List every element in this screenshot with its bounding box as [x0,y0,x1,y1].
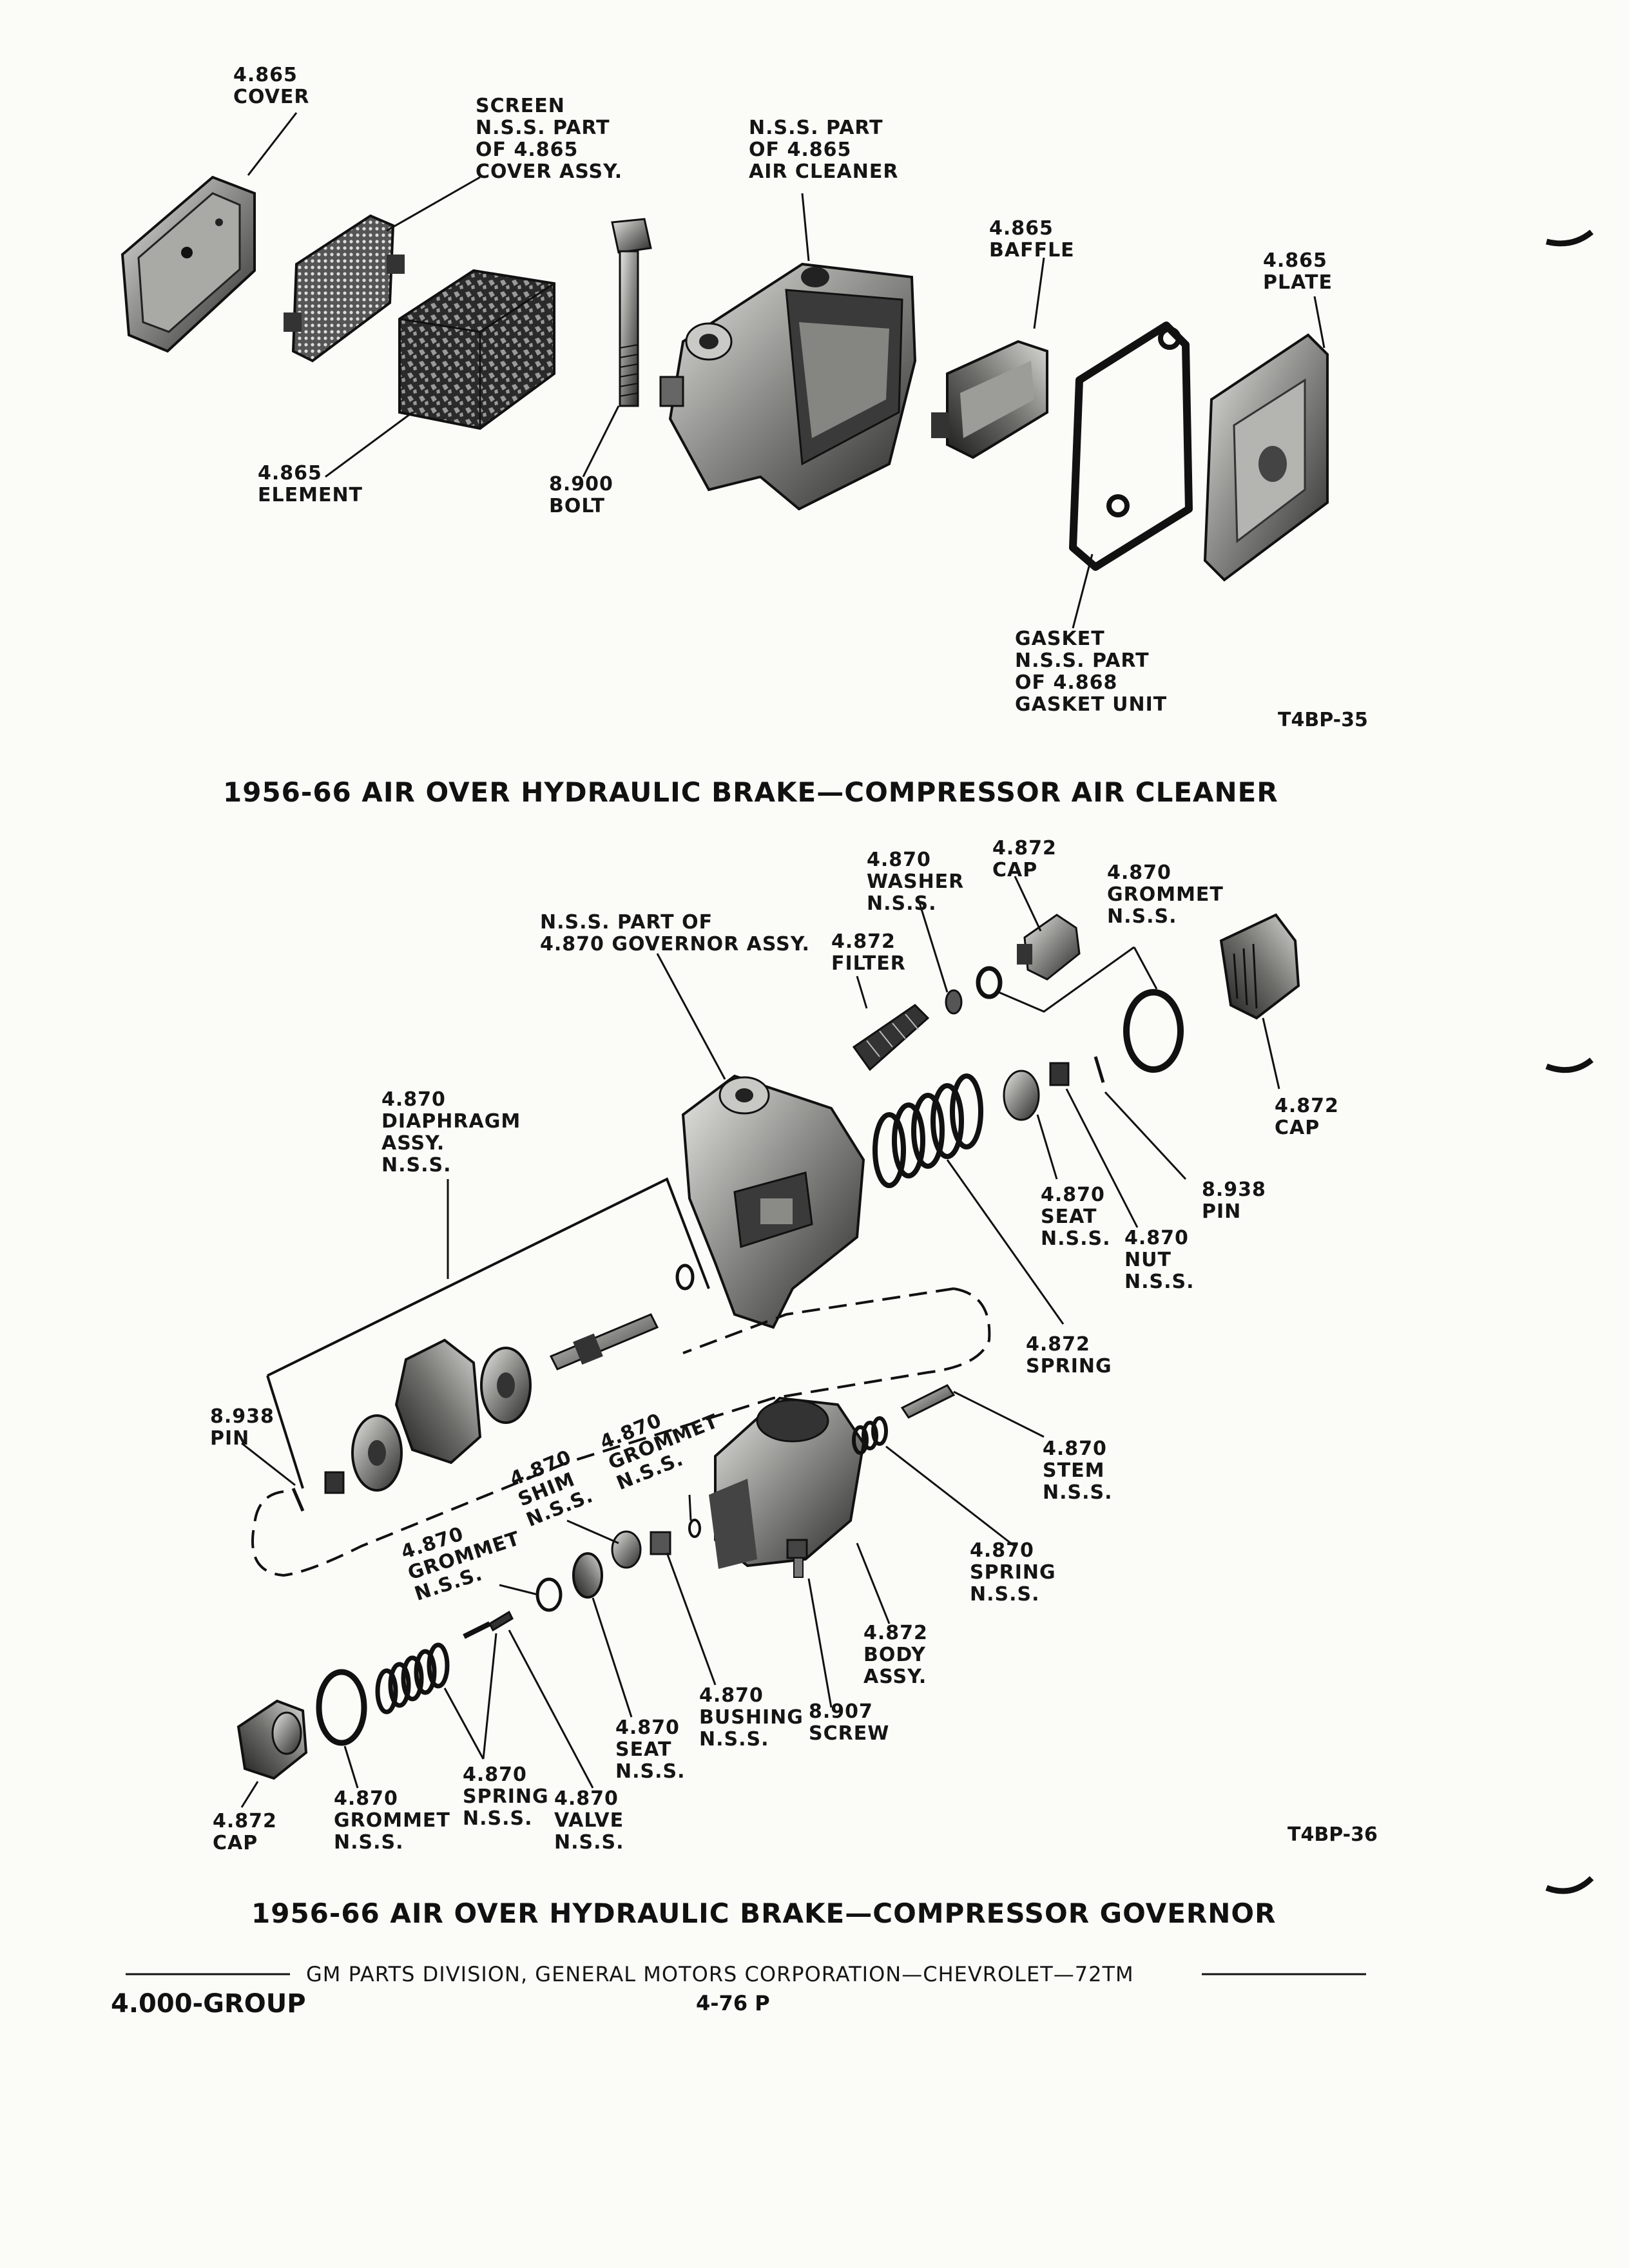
binder-mark-3 [1545,1876,1594,1894]
spring-upper-part [872,1073,983,1188]
seat-upper-part [1003,1070,1040,1121]
screen-part [284,214,405,363]
figure-code-1: T4BP-35 [1278,709,1368,731]
pin-left-part [291,1488,305,1512]
label-bolt: 8.900 BOLT [549,473,613,517]
label-cap-right: 4.872 CAP [1275,1095,1339,1139]
caption-governor: 1956-66 AIR OVER HYDRAULIC BRAKE—COMPRES… [251,1898,1277,1929]
filter-part [852,1004,930,1072]
binder-mark-1 [1545,229,1594,247]
spring-right-part [852,1416,888,1455]
assembly-dashed-path [251,1287,991,1577]
gasket-part [1069,322,1193,571]
label-grommet-bottom: 4.870 GROMMET N.S.S. [334,1787,450,1854]
diaphragm-bracket [267,1177,710,1377]
label-element: 4.865 ELEMENT [258,462,363,506]
o-ring-small [976,966,1003,999]
label-nut: 4.870 NUT N.S.S. [1124,1227,1195,1293]
label-screen: SCREEN N.S.S. PART OF 4.865 COVER ASSY. [476,95,623,183]
diaphragm-plate-left-hub [368,1440,386,1466]
label-grommet-top: 4.870 GROMMET N.S.S. [1107,861,1224,928]
label-governor-assy: N.S.S. PART OF 4.870 GOVERNOR ASSY. [540,911,810,956]
footer-group: 4.000-GROUP [111,1989,306,2019]
diaphragm-plate-right-hub [497,1372,515,1398]
caption-air-cleaner: 1956-66 AIR OVER HYDRAULIC BRAKE—COMPRES… [223,776,1278,808]
o-ring-body [675,1264,695,1291]
grommet-bottom-part [316,1669,367,1746]
grommet-mid-part [688,1519,701,1538]
bolt-part [611,218,652,407]
label-cap-top: 4.872 CAP [992,837,1057,881]
seat-lower-part [572,1552,603,1599]
body-assy-part [709,1396,865,1569]
plate-part [1203,333,1329,582]
grommet-large-part [1123,989,1184,1073]
label-filter: 4.872 FILTER [831,930,906,975]
label-cover: 4.865 COVER [233,64,310,108]
label-pin-right: 8.938 PIN [1202,1178,1266,1223]
grommet-lower-part [535,1577,563,1612]
assembly-dashed-path-2 [682,1287,954,1354]
figure-code-2: T4BP-36 [1287,1823,1378,1846]
nut-left-part [324,1471,345,1494]
binder-mark-2 [1545,1057,1594,1073]
screw-part [786,1539,808,1578]
label-washer: 4.870 WASHER N.S.S. [867,849,965,915]
label-body-assy: 4.872 BODY ASSY. [863,1622,928,1688]
governor-body-part [681,1074,865,1329]
cover-part [120,175,256,353]
label-air-cleaner: N.S.S. PART OF 4.865 AIR CLEANER [749,117,899,183]
fig2-leader-lines [240,876,1280,1808]
label-stem: 4.870 STEM N.S.S. [1043,1437,1113,1504]
diaphragm-part [394,1338,482,1465]
label-spring-lower: 4.870 SPRING N.S.S. [463,1763,549,1830]
stem-part [900,1384,956,1419]
label-spring-right: 4.870 SPRING N.S.S. [970,1539,1056,1606]
washer-part [945,989,963,1015]
label-seat-upper: 4.870 SEAT N.S.S. [1041,1184,1111,1250]
diaphragm-stem-part [549,1313,659,1370]
baffle-part [931,340,1048,459]
valve-part [488,1610,514,1632]
label-cap-bottom: 4.872 CAP [213,1810,277,1854]
footer-publisher: GM PARTS DIVISION, GENERAL MOTORS CORPOR… [306,1962,1134,1986]
label-plate: 4.865 PLATE [1263,249,1333,294]
element-part [398,269,555,430]
label-valve: 4.870 VALVE N.S.S. [554,1787,624,1854]
spring-lower-part [375,1642,450,1715]
cap-top-part [1017,914,1081,981]
shim-part [611,1530,642,1569]
bushing-part [650,1531,671,1555]
fig1-leader-lines [247,112,1325,629]
label-seat-lower: 4.870 SEAT N.S.S. [615,1716,686,1783]
nut-part [1049,1062,1070,1086]
cap-bottom-part [236,1699,308,1780]
label-baffle: 4.865 BAFFLE [989,217,1075,262]
pin-right-part [1094,1056,1105,1083]
label-screw: 8.907 SCREW [809,1700,890,1745]
air-cleaner-body-part [659,262,917,511]
label-diaphragm: 4.870 DIAPHRAGM ASSY. N.S.S. [381,1088,521,1177]
label-pin-left: 8.938 PIN [210,1405,275,1450]
label-gasket: GASKET N.S.S. PART OF 4.868 GASKET UNIT [1015,628,1168,716]
label-bushing: 4.870 BUSHING N.S.S. [699,1684,804,1751]
label-spring-upper: 4.872 SPRING [1026,1333,1112,1378]
diaphragm-bracket-tail [266,1375,304,1489]
cap-right-part [1219,913,1300,1020]
valve-spring-part [463,1621,491,1639]
footer-page-number: 4-76 P [696,1991,770,2015]
